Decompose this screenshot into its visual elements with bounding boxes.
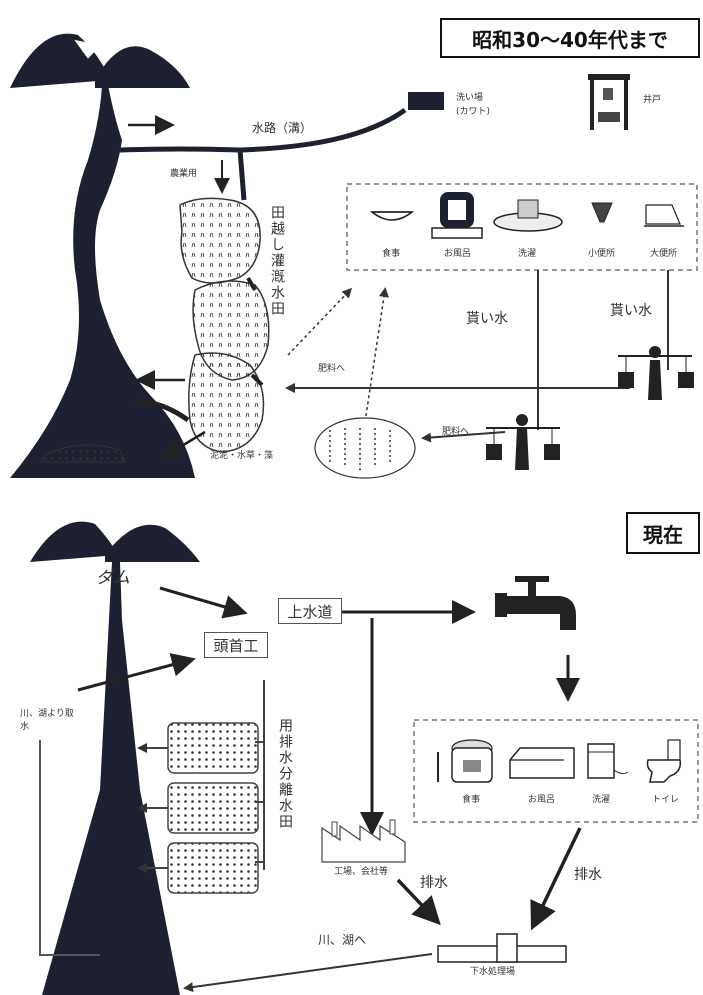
carry-water-label-2: 貰い水 — [610, 304, 652, 318]
drainage-label-1: 排水 — [420, 876, 448, 890]
use-bath-label: お風呂 — [444, 250, 471, 259]
paddy-grid-2 — [168, 783, 258, 833]
fertilizer-label-1: 肥料へ — [318, 365, 345, 374]
fertilizer-label-2: 肥料へ — [442, 428, 469, 437]
rice-paddy-irrigation-label: 田越し灌漑水田 — [270, 205, 284, 317]
separated-paddy-label: 用排水分離水田 — [278, 718, 292, 830]
use-bath-bottom-label: お風呂 — [528, 796, 555, 805]
mud-label: 泥泥・水草・藻 — [210, 452, 273, 461]
wash-place-icon — [408, 92, 444, 110]
paddy-lower — [189, 353, 264, 452]
rice-cooker-icon — [438, 740, 492, 782]
use-laundry-bottom-label: 洗濯 — [592, 796, 610, 805]
mountain-right — [95, 46, 190, 88]
meal-icon — [372, 212, 412, 220]
toilet-icon — [644, 205, 684, 226]
intake-from-river-label: 川、湖より取水 — [20, 708, 80, 734]
dam-label: ダム — [96, 570, 130, 587]
faucet-icon — [495, 576, 576, 630]
use-meal-bottom-label: 食事 — [462, 796, 480, 805]
river-bottom — [42, 562, 180, 995]
paddy-upper — [180, 198, 260, 283]
waterway-label: 水路（溝） — [252, 122, 312, 134]
use-laundry-label: 洗濯 — [518, 250, 536, 259]
factory-label: 工場、会社等 — [334, 868, 388, 877]
sewage-plant-label: 下水処理場 — [470, 968, 515, 977]
well-icon — [588, 74, 630, 130]
bottom-title: 現在 — [626, 512, 700, 554]
intake-weir-box: 頭首工 — [204, 632, 268, 658]
carry-water-label-1: 貰い水 — [466, 312, 508, 326]
wash-place-label: 洗い場 — [456, 94, 483, 103]
use-toilet-bottom-label: トイレ — [652, 796, 679, 805]
mountain-left-bottom — [30, 522, 118, 562]
person-carrying-bottom-icon — [486, 414, 560, 470]
person-carrying-right-icon — [618, 346, 694, 400]
urinal-icon — [592, 203, 612, 222]
mountain-right-bottom — [105, 525, 200, 562]
laundry-icon — [494, 200, 562, 231]
to-river-label: 川、湖へ — [318, 934, 366, 946]
use-toilet-label: 大便所 — [650, 250, 677, 259]
bathtub-icon — [510, 748, 574, 778]
mountain-left — [10, 34, 110, 88]
sewage-plant-icon — [438, 934, 566, 962]
drainage-label-2: 排水 — [574, 868, 602, 882]
well-label: 井戸 — [643, 96, 661, 105]
wash-place-reading-label: (カワト) — [456, 108, 490, 117]
factory-icon — [322, 820, 405, 862]
washing-machine-icon — [588, 744, 628, 778]
use-meal-label: 食事 — [382, 250, 400, 259]
bath-icon — [432, 192, 482, 238]
use-urinal-label: 小便所 — [588, 250, 615, 259]
water-supply-box: 上水道 — [278, 598, 342, 624]
agri-water-label: 農業用 — [170, 170, 197, 179]
toilet-bottom-icon — [648, 740, 681, 782]
paddy-grid-3 — [168, 843, 258, 893]
vegetable-field-icon — [315, 418, 415, 478]
top-title: 昭和30～40年代まで — [440, 18, 700, 58]
river-top — [10, 85, 195, 478]
paddy-grid-1 — [168, 723, 258, 773]
